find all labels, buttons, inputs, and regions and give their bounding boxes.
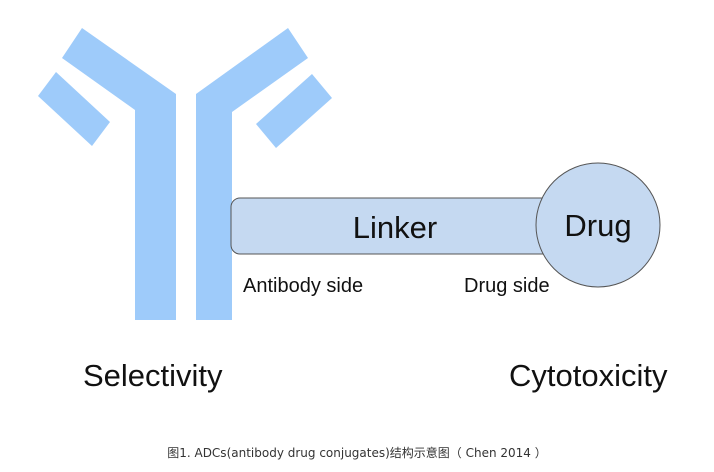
drug-side-label: Drug side: [464, 275, 550, 297]
selectivity-label: Selectivity: [83, 358, 223, 393]
antibody-side-label: Antibody side: [243, 275, 363, 297]
linker-label: Linker: [353, 210, 437, 245]
antibody-shape: [38, 28, 332, 320]
figure-caption: 图1. ADCs(antibody drug conjugates)结构示意图（…: [167, 446, 547, 460]
drug-circle: [535, 162, 661, 288]
drug-label: Drug: [564, 208, 631, 243]
antibody-left-light-chain: [38, 72, 110, 146]
antibody-left-heavy-chain: [62, 28, 176, 320]
antibody-right-light-chain: [256, 74, 332, 148]
cytotoxicity-label: Cytotoxicity: [509, 358, 668, 393]
antibody-right-heavy-chain: [196, 28, 308, 320]
